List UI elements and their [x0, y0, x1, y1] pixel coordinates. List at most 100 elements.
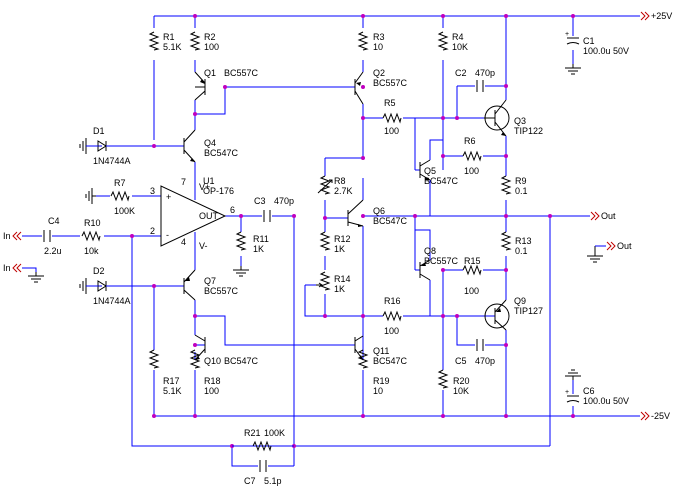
- label-R19-value: 10: [373, 386, 383, 396]
- label-R1-name: R1: [163, 32, 175, 42]
- svg-text:+: +: [565, 31, 569, 38]
- resistor-R20: [438, 369, 448, 389]
- opamp-vminus: V-: [199, 241, 208, 251]
- label-D1-value: 1N4744A: [93, 156, 131, 166]
- opamp-minus: -: [166, 230, 169, 240]
- label-Q7-value: BC557C: [204, 286, 239, 296]
- label-Q6-name: Q6: [373, 206, 385, 216]
- label-Q5-name: Q5: [424, 166, 436, 176]
- transistor-Q4: [183, 129, 196, 163]
- label-R4-name: R4: [452, 32, 464, 42]
- label-Q1-name: Q1: [204, 68, 216, 78]
- label-C5-value: 470p: [475, 356, 495, 366]
- label-R3-value: 10: [373, 42, 383, 52]
- label-R15-value: 100: [464, 286, 479, 296]
- label-R10-value: 10k: [84, 246, 99, 256]
- label-R16-name: R16: [384, 296, 401, 306]
- label-Q2-value: BC557C: [373, 78, 408, 88]
- label-neg25: -25V: [651, 411, 670, 421]
- resistor-R9: [501, 175, 511, 195]
- label-R16-value: 100: [384, 326, 399, 336]
- label-Q4-name: Q4: [204, 138, 216, 148]
- transistor-Q2: [354, 71, 364, 105]
- label-R17-name: R17: [163, 376, 180, 386]
- label-R11-name: R11: [253, 234, 269, 244]
- label-D2-value: 1N4744A: [93, 296, 131, 306]
- resistors: [81, 31, 511, 451]
- label-R14-name: R14: [334, 274, 351, 284]
- label-Q10-value: BC547C: [224, 356, 259, 366]
- label-Q3-value: TIP122: [514, 126, 543, 136]
- label-R8-value: 2.7K: [334, 186, 353, 196]
- labels: R1 5.1K R2 100 R3 10 R4 10K R5 100 R6 10…: [44, 32, 629, 486]
- label-R7-value: 100K: [114, 206, 135, 216]
- label-C6-value: 100.0u 50V: [583, 396, 629, 406]
- capacitor-C4: [43, 230, 51, 242]
- label-R7-name: R7: [114, 178, 126, 188]
- label-R12-value: 1K: [334, 244, 345, 254]
- resistor-R16: [382, 311, 402, 321]
- label-R12-name: R12: [334, 234, 351, 244]
- label-U1-name: U1: [203, 176, 215, 186]
- label-R18-value: 100: [204, 386, 219, 396]
- label-R19-name: R19: [373, 376, 390, 386]
- label-Q3-name: Q3: [514, 116, 526, 126]
- label-C3-value: 470p: [274, 196, 294, 206]
- capacitor-C7: [259, 460, 267, 472]
- ground-C1: [565, 64, 581, 75]
- capacitor-C1: [566, 37, 580, 45]
- label-C6-name: C6: [583, 386, 595, 396]
- transistor-Q10: [194, 334, 206, 361]
- label-pos25: +25V: [651, 11, 672, 21]
- capacitor-C5: [476, 339, 484, 351]
- label-R2-value: 100: [204, 42, 219, 52]
- label-Q8-value: BC557C: [424, 256, 459, 266]
- label-in1: In: [3, 231, 11, 241]
- transistor-Q11: [354, 335, 364, 361]
- label-Q4-value: BC547C: [204, 148, 239, 158]
- port-out1: [590, 211, 600, 221]
- label-C2-name: C2: [455, 68, 467, 78]
- label-C4-name: C4: [48, 216, 60, 226]
- resistor-R5: [382, 113, 402, 123]
- label-R11-value: 1K: [253, 244, 264, 254]
- resistor-R4: [438, 31, 448, 51]
- transistor-Q7: [183, 269, 196, 301]
- svg-text:+: +: [565, 389, 569, 396]
- pin-6: 6: [230, 205, 235, 215]
- port-in2: [12, 263, 22, 273]
- capacitor-C2: [476, 80, 484, 92]
- ports: +25V -25V Out Out In In: [3, 11, 672, 421]
- label-Q7-name: Q7: [204, 276, 216, 286]
- label-R5-name: R5: [384, 98, 396, 108]
- label-out2: Out: [617, 241, 632, 251]
- transistors: [183, 71, 510, 361]
- resistor-R13: [501, 231, 511, 251]
- label-Q1-value: BC557C: [224, 68, 259, 78]
- resistor-R8: [320, 175, 330, 195]
- label-Q10-name: Q10: [204, 356, 221, 366]
- label-D2-name: D2: [93, 266, 105, 276]
- label-Q5-value: BC547C: [424, 176, 459, 186]
- label-R1-value: 5.1K: [163, 42, 182, 52]
- label-R10-name: R10: [84, 218, 101, 228]
- capacitor-C6: [566, 395, 580, 403]
- resistor-R11: [236, 231, 246, 251]
- label-C4-value: 2.2u: [44, 246, 62, 256]
- transistor-Q9: [484, 299, 510, 331]
- label-R21-value: 100K: [264, 428, 285, 438]
- pin-7: 7: [181, 177, 186, 187]
- transistor-Q8: [419, 259, 431, 281]
- label-R20-value: 10K: [453, 386, 469, 396]
- resistor-R7: [110, 191, 130, 201]
- opamp-U1: + - V+ V- OUT 7 3 2 4 6: [150, 177, 235, 262]
- label-R5-value: 100: [384, 126, 399, 136]
- label-R21-name: R21: [244, 428, 261, 438]
- label-C5-name: C5: [455, 356, 467, 366]
- opamp-out: OUT: [199, 211, 219, 221]
- port-out2: [606, 241, 616, 251]
- label-C7-value: 5.1p: [264, 476, 282, 486]
- label-R18-name: R18: [204, 376, 221, 386]
- grounds: [22, 64, 606, 380]
